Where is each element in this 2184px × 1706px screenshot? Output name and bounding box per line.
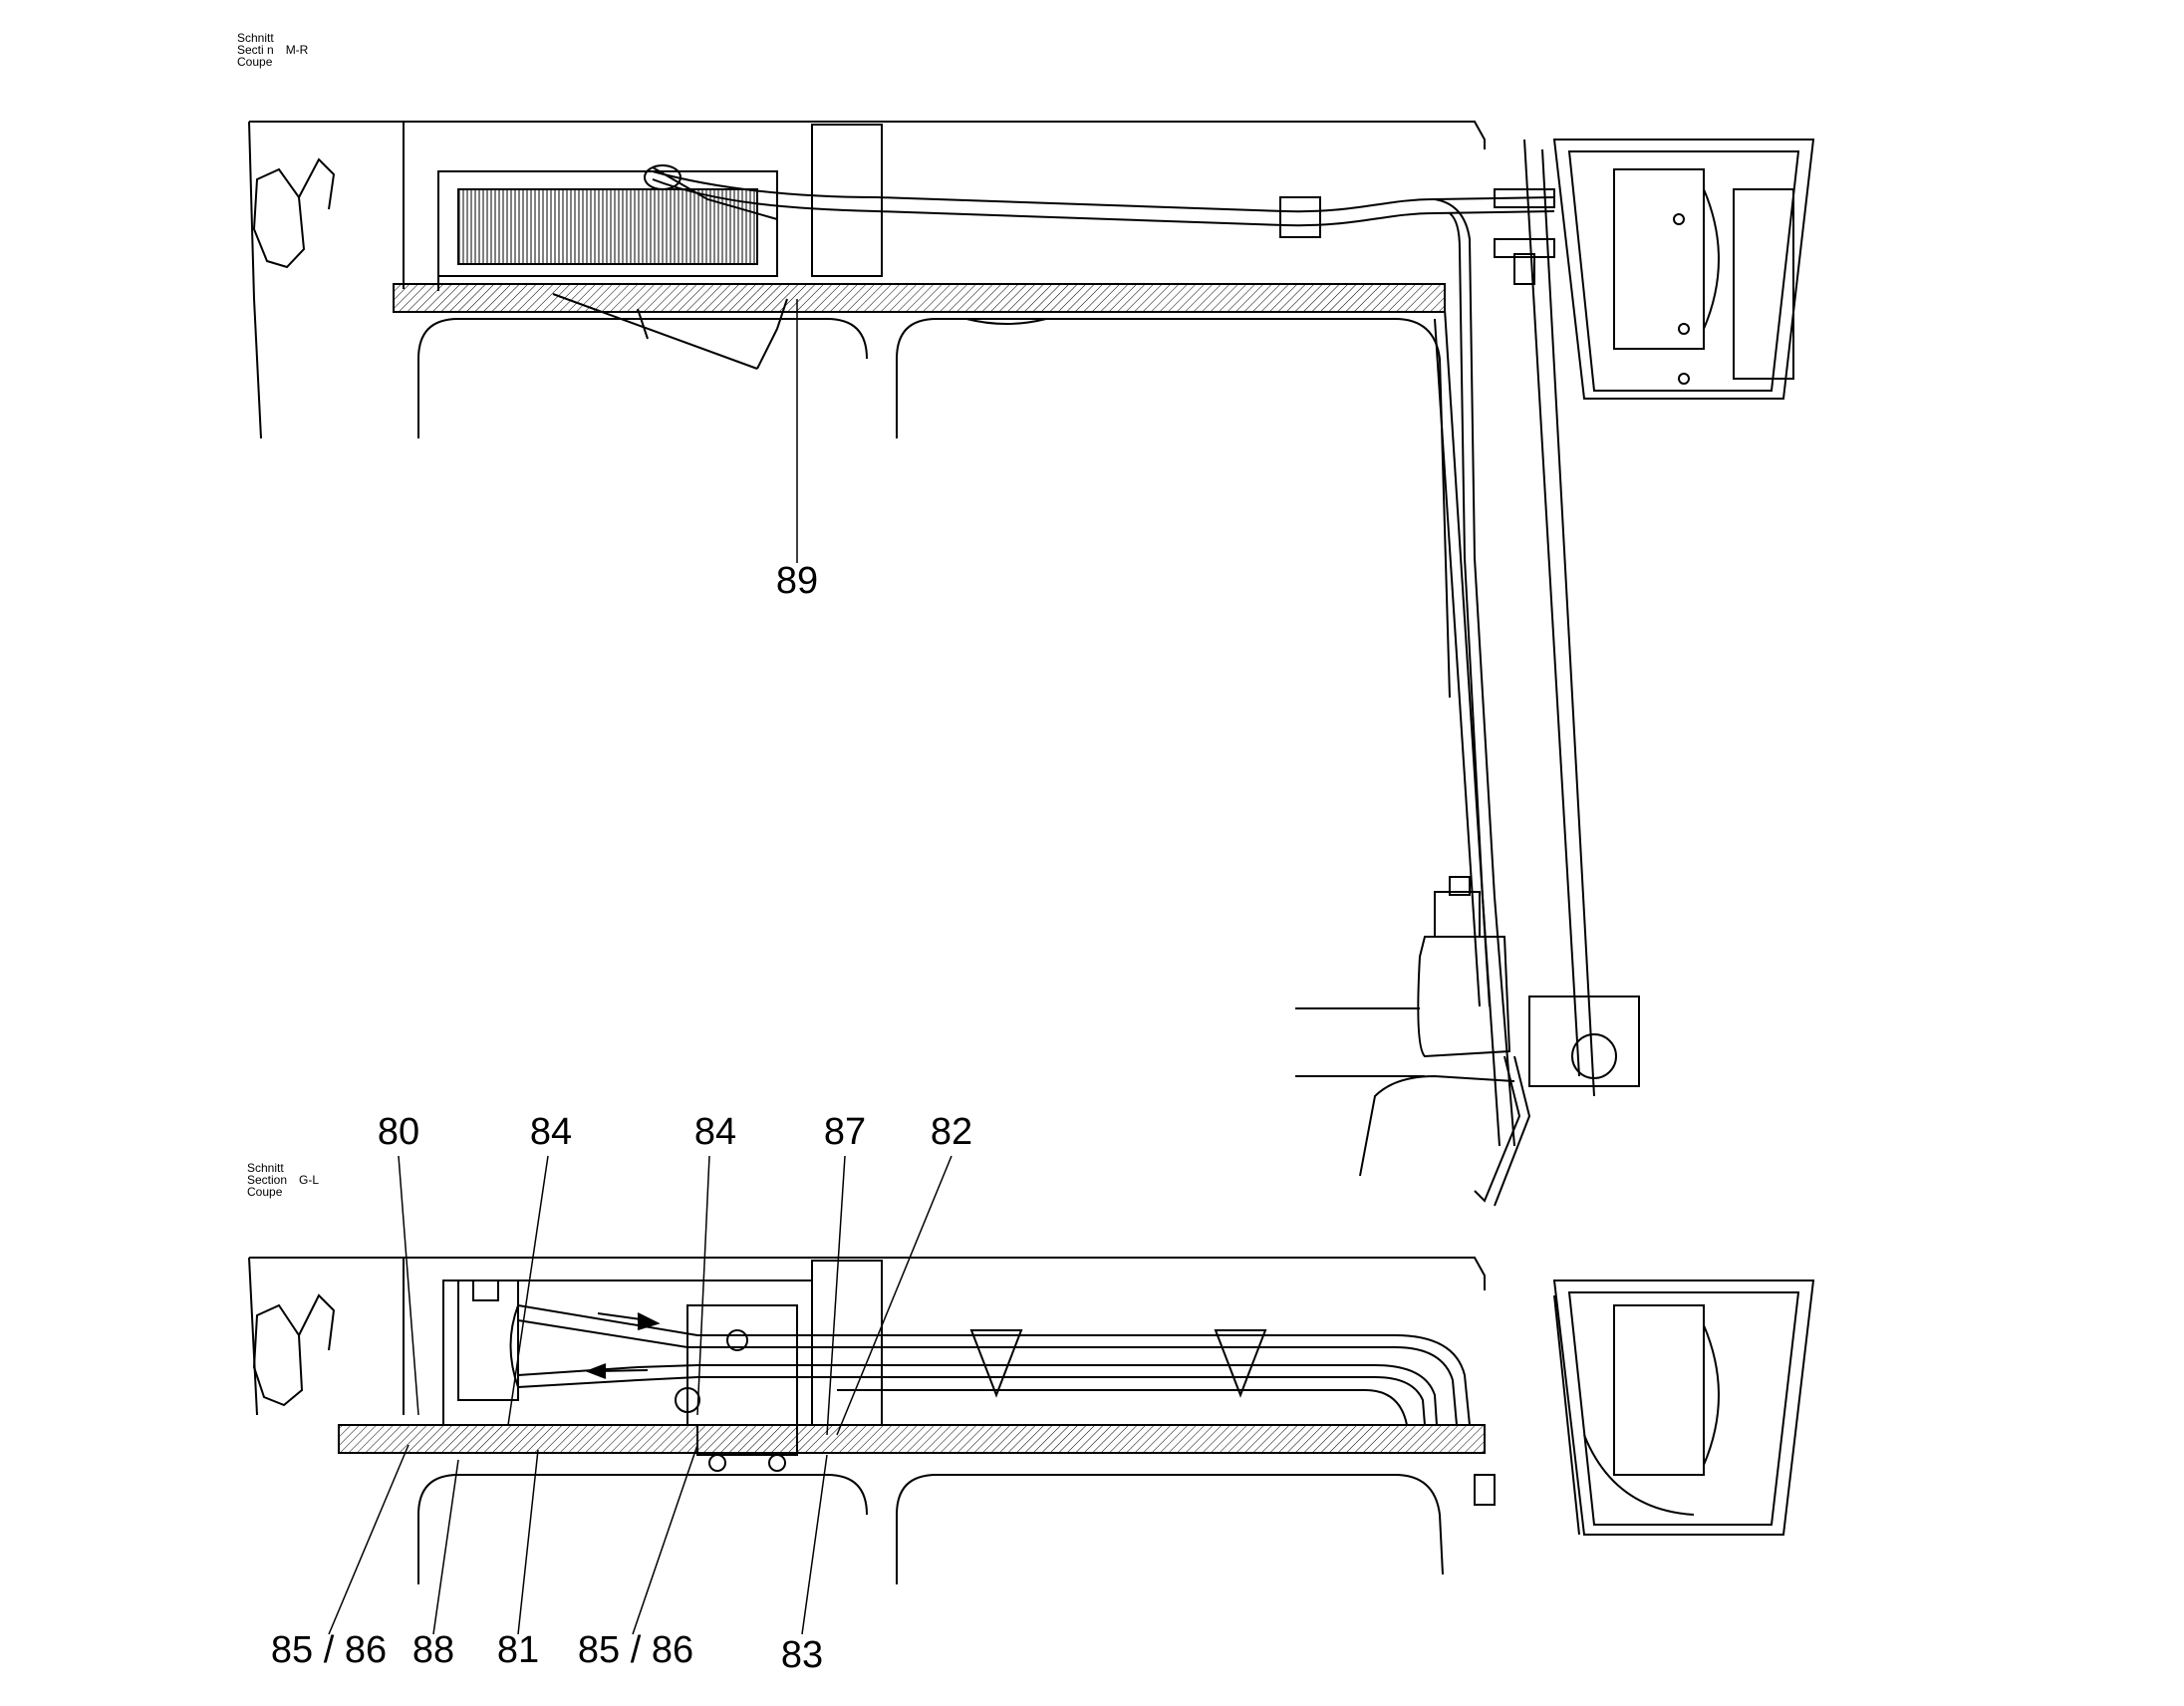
header-line-3: Coupe <box>247 1185 283 1199</box>
callout-89: 89 <box>775 560 819 602</box>
callout-87: 87 <box>823 1111 867 1153</box>
callout-85-86-left: 85 / 86 <box>270 1629 388 1671</box>
section-id: M-R <box>285 43 309 57</box>
callout-85-86-right: 85 / 86 <box>577 1629 694 1671</box>
callout-80: 80 <box>377 1111 420 1153</box>
callout-88: 88 <box>411 1629 455 1671</box>
section-id: G-L <box>299 1173 320 1187</box>
leader-lines <box>328 299 953 1635</box>
callout-83: 83 <box>780 1634 824 1676</box>
callout-81: 81 <box>496 1629 540 1671</box>
callout-84-right: 84 <box>693 1111 737 1153</box>
callout-84-left: 84 <box>529 1111 573 1153</box>
header-line-3: Coupe <box>237 55 273 69</box>
section-m-r-view <box>248 121 1815 1207</box>
section-g-l-view <box>248 1257 1815 1584</box>
header-line-1: Schnitt <box>247 1161 284 1175</box>
header-line-1: Schnitt <box>237 31 274 45</box>
callout-82: 82 <box>930 1111 973 1153</box>
